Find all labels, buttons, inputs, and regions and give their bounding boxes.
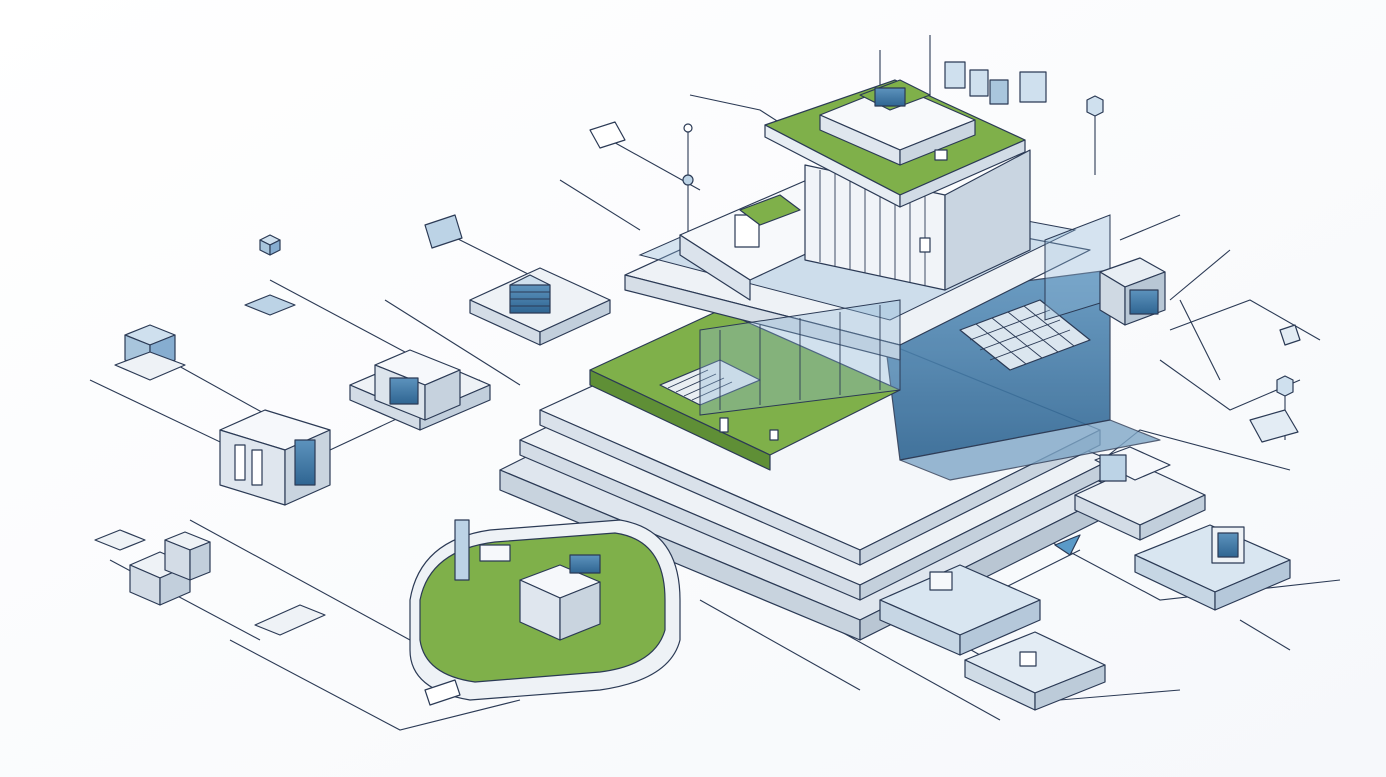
module-left-bottom xyxy=(94,529,211,606)
module-front-park xyxy=(409,519,681,701)
roof-cubes xyxy=(944,61,1047,105)
module-right-a xyxy=(1074,446,1206,541)
central-tower xyxy=(499,61,1166,641)
module-left-top xyxy=(114,324,186,381)
rooftop-pavilion xyxy=(764,79,1026,208)
module-bottom-right xyxy=(879,564,1106,711)
module-hex-block xyxy=(469,267,611,346)
module-right-b xyxy=(1134,524,1291,611)
module-left-gate xyxy=(219,409,331,506)
hanging-tags xyxy=(254,95,1301,706)
module-left-mid xyxy=(349,349,491,431)
solar-grid xyxy=(959,299,1091,371)
module-small-cube xyxy=(244,234,296,316)
tower-right-annex xyxy=(1044,214,1166,326)
